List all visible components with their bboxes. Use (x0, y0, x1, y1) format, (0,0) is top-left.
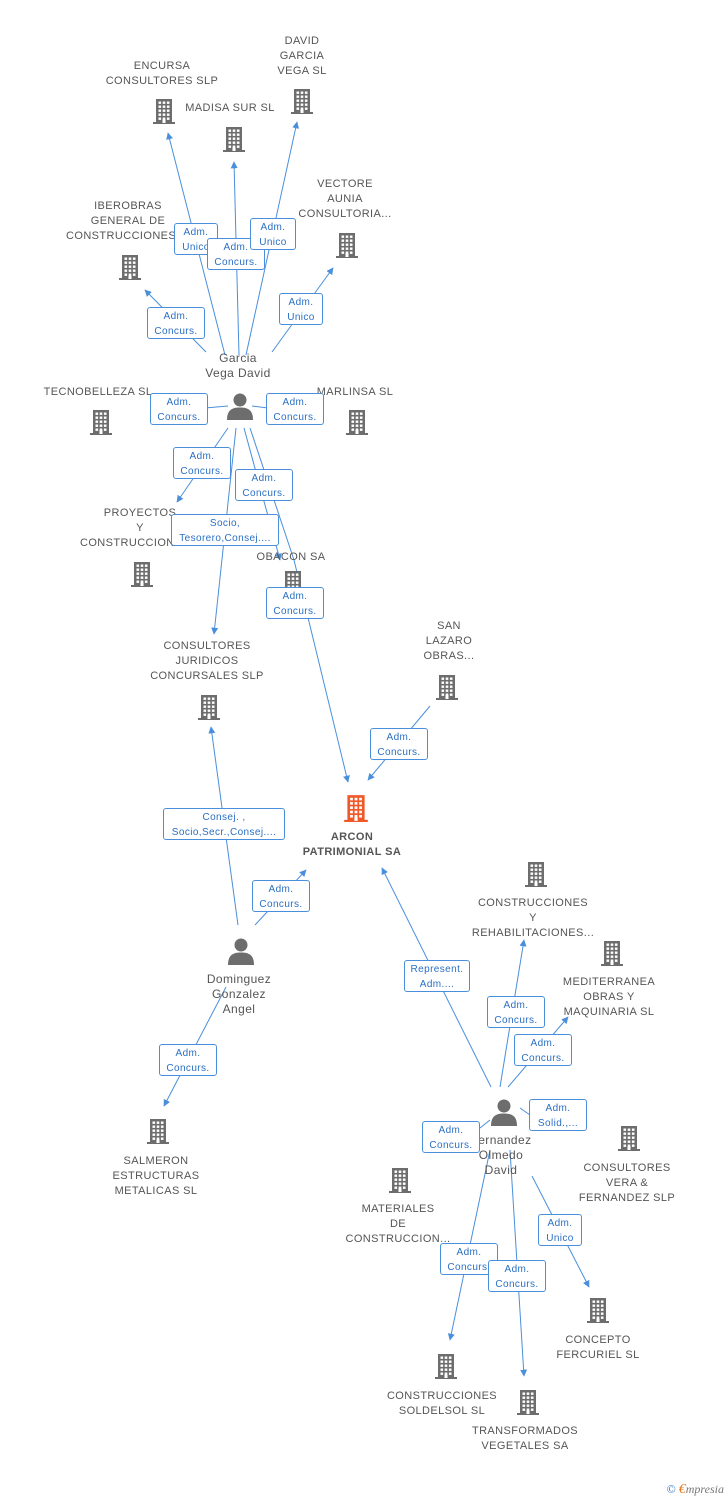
company-label-marlinsa[interactable]: MARLINSA SL (316, 386, 394, 398)
person-icon[interactable] (226, 936, 256, 971)
edge-line (204, 405, 229, 409)
relation-label[interactable]: Adm. Concurs. (147, 307, 205, 339)
person-label-dominguez[interactable]: Dominguez Gonzalez Angel (206, 972, 272, 1016)
building-icon[interactable] (586, 1297, 610, 1328)
edge-line (519, 1107, 531, 1116)
relation-label[interactable]: Adm. Concurs. (266, 587, 324, 619)
building-icon[interactable] (89, 409, 113, 440)
company-label-encursa[interactable]: ENCURSA CONSULTORES SLP (105, 60, 219, 87)
company-label-consultores_vera[interactable]: CONSULTORES VERA & FERNANDEZ SLP (578, 1162, 676, 1204)
company-label-consultores_jur[interactable]: CONSULTORES JURIDICOS CONCURSALES SLP (150, 640, 264, 682)
relation-label[interactable]: Adm. Concurs. (173, 447, 231, 479)
edge-line (251, 405, 269, 409)
company-label-proyectos[interactable]: PROYECTOS Y CONSTRUCCIONES... (80, 507, 201, 549)
building-icon[interactable] (197, 694, 221, 725)
company-label-concepto[interactable]: CONCEPTO FERCURIEL SL (556, 1334, 640, 1361)
building-icon[interactable] (152, 98, 176, 129)
company-label-salmeron[interactable]: SALMERON ESTRUCTURAS METALICAS SL (112, 1155, 200, 1197)
company-label-vectore[interactable]: VECTORE AUNIA CONSULTORIA... (298, 178, 392, 220)
relation-label[interactable]: Adm. Unico (279, 293, 323, 325)
relation-label[interactable]: Adm. Concurs. (488, 1260, 546, 1292)
relation-label[interactable]: Adm. Concurs. (235, 469, 293, 501)
building-icon[interactable] (146, 1118, 170, 1149)
relation-label[interactable]: Consej. , Socio,Secr.,Consej.... (163, 808, 285, 840)
building-icon[interactable] (516, 1389, 540, 1420)
relation-label[interactable]: Adm. Concurs. (514, 1034, 572, 1066)
relation-label[interactable]: Socio, Tesorero,Consej.... (171, 514, 279, 546)
person-label-fernandez[interactable]: Fernandez Olmedo David (470, 1133, 532, 1177)
relation-label[interactable]: Adm. Unico (538, 1214, 582, 1246)
relation-label[interactable]: Adm. Solid.,... (529, 1099, 587, 1131)
building-icon[interactable] (434, 1353, 458, 1384)
person-icon[interactable] (225, 391, 255, 426)
building-icon[interactable] (118, 254, 142, 285)
center-building-icon[interactable] (343, 794, 369, 827)
company-label-mediterranea[interactable]: MEDITERRANEA OBRAS Y MAQUINARIA SL (562, 976, 656, 1018)
company-label-tecnobelleza[interactable]: TECNOBELLEZA SL (43, 386, 153, 398)
brand-rest: mpresia (685, 1482, 724, 1496)
relation-label[interactable]: Adm. Concurs. (266, 393, 324, 425)
brand-e: € (678, 1482, 686, 1497)
person-icon[interactable] (489, 1097, 519, 1132)
empresia-footer: © €mpresia (667, 1482, 724, 1498)
relation-label[interactable]: Represent. Adm.... (404, 960, 470, 992)
building-icon[interactable] (130, 561, 154, 592)
relation-label[interactable]: Adm. Concurs. (370, 728, 428, 760)
company-label-construcciones_rehab[interactable]: CONSTRUCCIONES Y REHABILITACIONES... (471, 897, 595, 939)
company-label-madisa[interactable]: MADISA SUR SL (185, 102, 275, 114)
relation-label[interactable]: Adm. Concurs. (252, 880, 310, 912)
company-label-sanlazaro[interactable]: SAN LAZARO OBRAS... (423, 620, 475, 662)
copyright-symbol: © (666, 1482, 676, 1496)
brand-logo[interactable]: €mpresia (678, 1482, 724, 1497)
building-icon[interactable] (335, 232, 359, 263)
building-icon[interactable] (222, 126, 246, 157)
building-icon[interactable] (290, 88, 314, 119)
relation-label[interactable]: Adm. Concurs. (422, 1121, 480, 1153)
company-label-david[interactable]: DAVID GARCIA VEGA SL (277, 35, 327, 77)
center-company-label[interactable]: ARCON PATRIMONIAL SA (302, 831, 402, 858)
building-icon[interactable] (524, 861, 548, 892)
company-label-iberobras[interactable]: IBEROBRAS GENERAL DE CONSTRUCCIONES ... (66, 200, 190, 242)
building-icon[interactable] (388, 1167, 412, 1198)
building-icon[interactable] (600, 940, 624, 971)
relation-label[interactable]: Adm. Concurs. (487, 996, 545, 1028)
person-label-garcia[interactable]: Garcia Vega David (205, 351, 271, 380)
building-icon[interactable] (617, 1125, 641, 1156)
edge-line (479, 1119, 491, 1129)
relation-label[interactable]: Adm. Concurs. (150, 393, 208, 425)
company-label-materiales[interactable]: MATERIALES DE CONSTRUCCION... (345, 1203, 451, 1245)
company-label-obacon[interactable]: OBACON SA (256, 551, 326, 563)
relation-label[interactable]: Adm. Concurs. (159, 1044, 217, 1076)
company-label-transformados[interactable]: TRANSFORMADOS VEGETALES SA (471, 1425, 579, 1452)
company-label-soldelsol[interactable]: CONSTRUCCIONES SOLDELSOL SL (386, 1390, 498, 1417)
building-icon[interactable] (435, 674, 459, 705)
building-icon[interactable] (345, 409, 369, 440)
relation-label[interactable]: Adm. Unico (250, 218, 296, 250)
